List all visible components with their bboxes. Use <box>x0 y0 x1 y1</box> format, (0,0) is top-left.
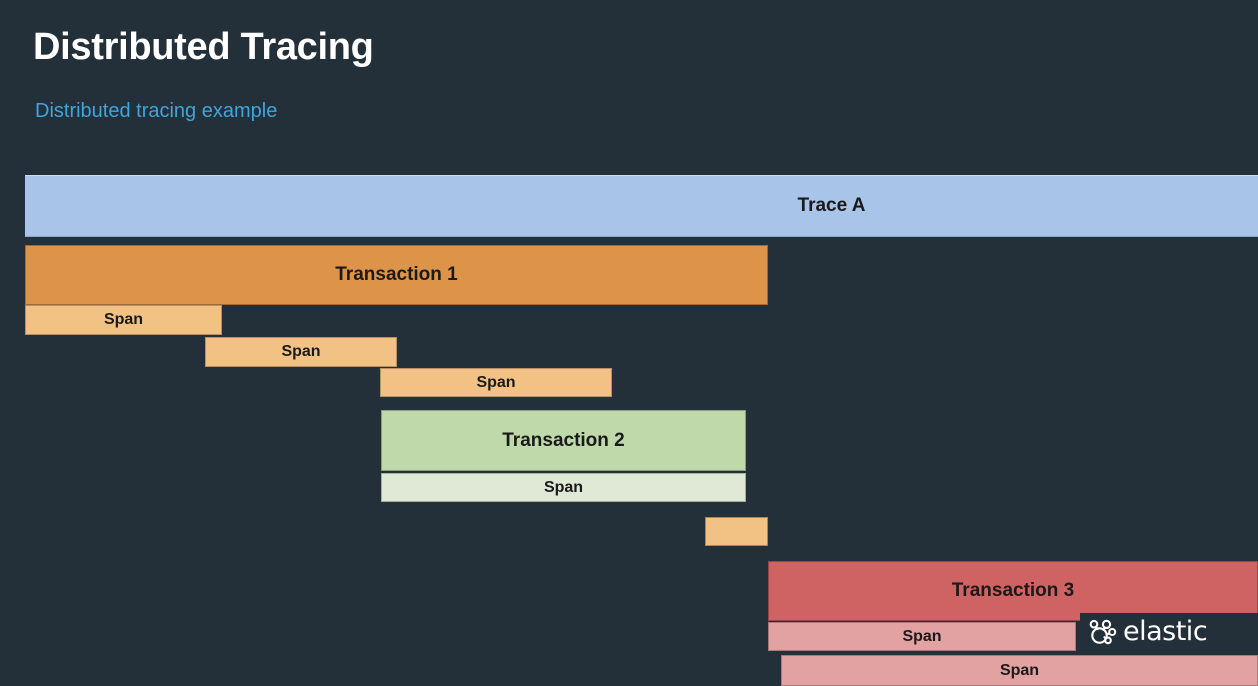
bar-label: Trace A <box>797 195 866 216</box>
span-bar-span[interactable]: Span <box>768 622 1076 651</box>
elastic-wordmark: elastic <box>1123 616 1208 647</box>
bar-label: Transaction 3 <box>951 580 1075 601</box>
tiny-bar[interactable] <box>705 517 768 546</box>
bar-label: Span <box>902 627 942 645</box>
span-bar-span[interactable]: Span <box>25 305 222 335</box>
span-bar-span[interactable]: Span <box>380 368 612 397</box>
bar-label: Span <box>999 661 1040 679</box>
elastic-logo: elastic <box>1080 613 1258 651</box>
span-bar-span[interactable]: Span <box>381 473 746 502</box>
trace-bar-trace-a[interactable]: Trace A <box>25 175 1258 237</box>
bar-label: Span <box>543 478 584 496</box>
bar-label: Span <box>281 343 321 360</box>
transaction-bar-transaction-1[interactable]: Transaction 1 <box>25 245 768 305</box>
elastic-logo-icon <box>1086 617 1118 647</box>
transaction-bar-transaction-2[interactable]: Transaction 2 <box>381 410 746 471</box>
span-bar-span[interactable]: Span <box>205 337 397 367</box>
bar-label: Transaction 2 <box>502 429 625 451</box>
page-title: Distributed Tracing <box>33 26 374 68</box>
bar-label: Span <box>476 373 516 391</box>
bar-label: Transaction 1 <box>335 264 458 285</box>
span-bar-span[interactable]: Span <box>781 655 1258 686</box>
transaction-bar-transaction-3[interactable]: Transaction 3 <box>768 561 1258 621</box>
bar-label: Span <box>103 311 144 328</box>
page-subtitle: Distributed tracing example <box>35 100 278 122</box>
